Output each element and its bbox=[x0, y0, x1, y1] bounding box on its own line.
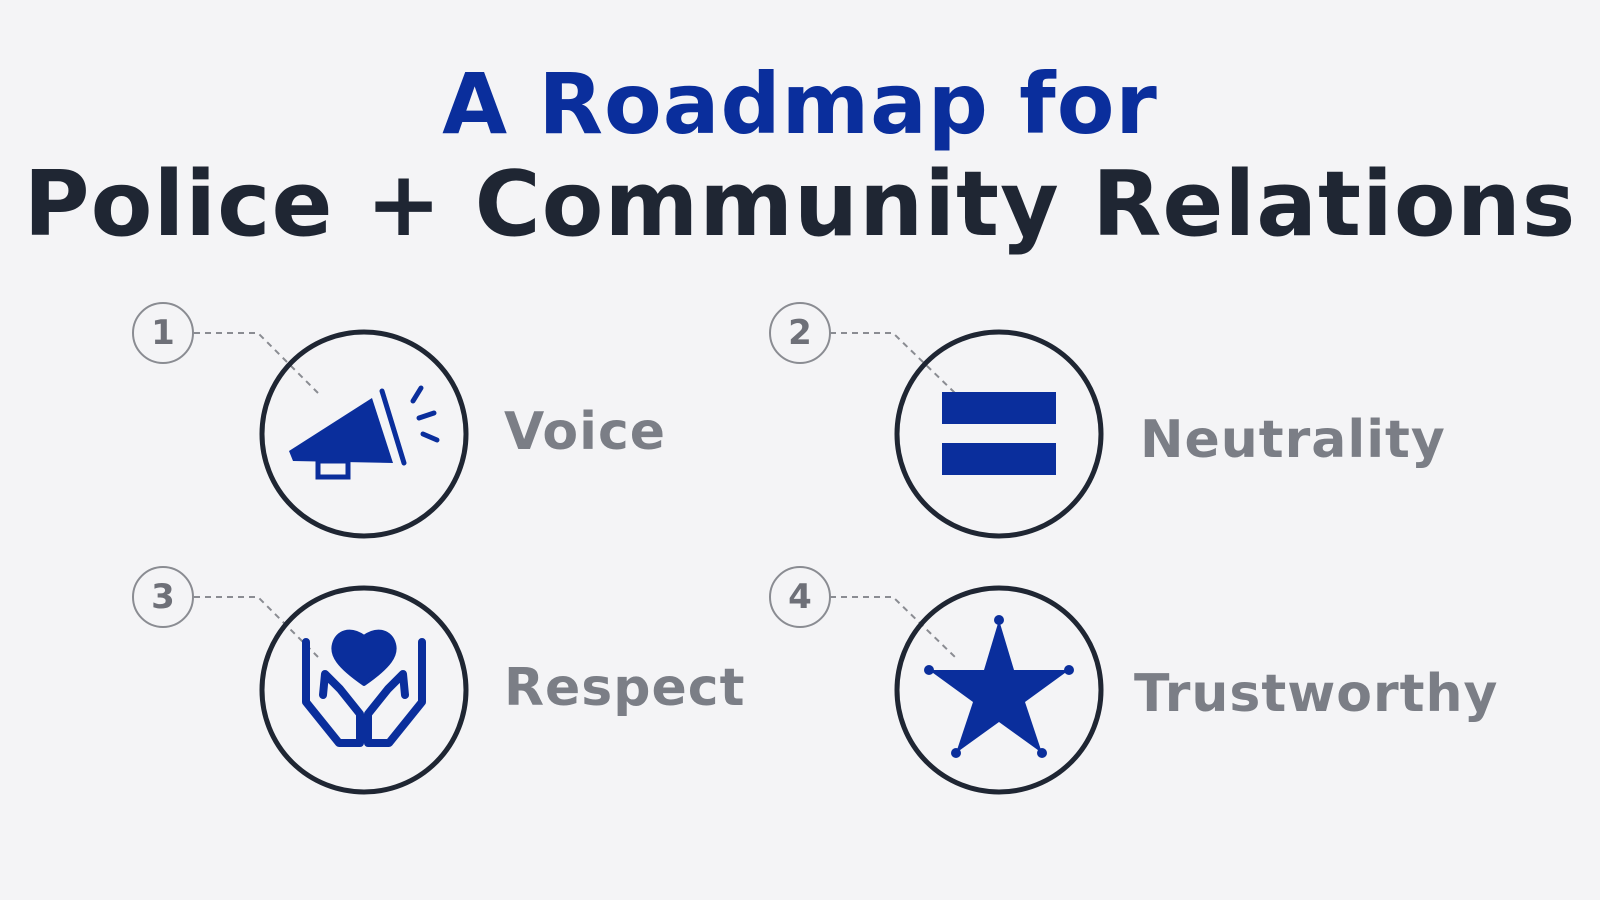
connector-1 bbox=[194, 332, 319, 394]
title-line-1: A Roadmap for bbox=[442, 55, 1158, 153]
connector-3 bbox=[194, 596, 319, 658]
connector-2 bbox=[830, 332, 956, 394]
number-circle-3 bbox=[132, 566, 194, 628]
number-circle-2 bbox=[769, 302, 831, 364]
number-label-2: 2 bbox=[788, 313, 812, 353]
label-respect: Respect bbox=[504, 658, 746, 718]
megaphone-icon bbox=[289, 385, 440, 480]
sheriff-star-icon bbox=[924, 615, 1074, 758]
icon-circle-respect bbox=[259, 585, 469, 795]
label-voice: Voice bbox=[504, 402, 667, 462]
equals-icon bbox=[942, 392, 1056, 475]
connector-4 bbox=[830, 596, 956, 658]
title-line-2: Police + Community Relations bbox=[23, 152, 1577, 257]
number-circle-1 bbox=[132, 302, 194, 364]
icon-circle-voice bbox=[259, 329, 469, 539]
number-label-4: 4 bbox=[788, 577, 812, 617]
icon-circle-trustworthy bbox=[894, 585, 1104, 795]
label-neutrality: Neutrality bbox=[1140, 410, 1446, 470]
icon-circle-neutrality bbox=[894, 329, 1104, 539]
number-circle-4 bbox=[769, 566, 831, 628]
hands-heart-icon bbox=[302, 629, 426, 747]
number-label-3: 3 bbox=[151, 577, 175, 617]
number-label-1: 1 bbox=[151, 313, 175, 353]
label-trustworthy: Trustworthy bbox=[1134, 664, 1499, 724]
